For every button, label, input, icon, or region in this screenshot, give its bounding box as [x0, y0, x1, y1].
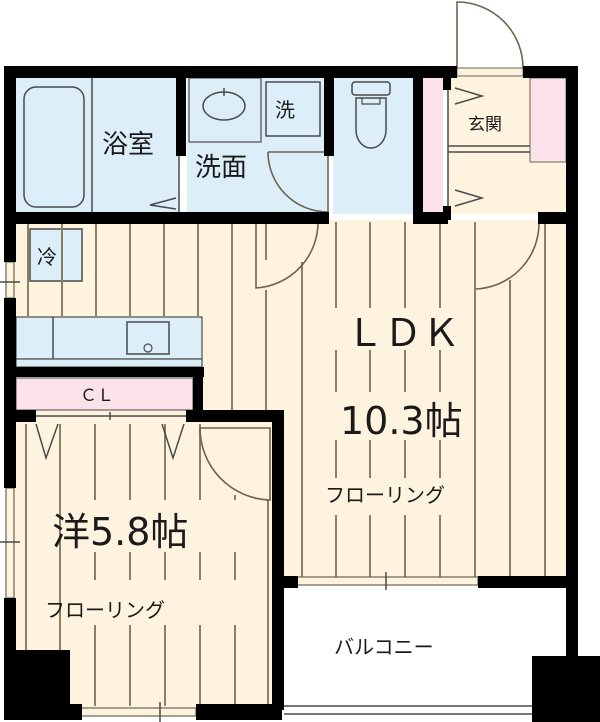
western-floor-type: フローリング — [45, 598, 165, 622]
washroom-label: 洗面 — [195, 153, 247, 183]
balcony-label: バルコニー — [334, 635, 434, 659]
window-kitchen-left — [5, 261, 15, 299]
washer-label: 洗 — [275, 98, 295, 122]
ldk-size: 10.3帖 — [340, 399, 463, 443]
ldk-door-left — [255, 221, 319, 289]
ldk-label: ＬＤＫ — [346, 311, 460, 355]
kitchen-sink — [126, 321, 170, 355]
toilet-icon — [351, 81, 391, 149]
toilet-area — [333, 76, 413, 214]
bath-label: 浴室 — [102, 130, 154, 160]
closet-label: ＣＬ — [80, 386, 114, 406]
counter-edge — [15, 358, 203, 368]
kitchen-counter — [15, 316, 203, 360]
ldk-floor-type: フローリング — [325, 483, 445, 507]
window-ldk-balcony — [295, 576, 479, 586]
closet-area — [15, 377, 194, 411]
western-label: 洋5.8帖 — [52, 510, 188, 554]
western-door — [199, 427, 271, 501]
floor-lines — [25, 222, 546, 706]
fridge-area — [29, 228, 83, 282]
washer-box — [265, 81, 321, 137]
balcony-area — [284, 588, 570, 710]
entrance-storage — [529, 77, 567, 163]
window-western-left — [5, 487, 15, 599]
ldk-door-right — [474, 221, 540, 290]
fridge-label: 冷 — [37, 245, 57, 269]
shoe-storage — [421, 78, 443, 212]
window-western-bottom — [79, 707, 197, 717]
washroom-door — [267, 151, 329, 213]
walls — [4, 66, 600, 722]
bath-area — [14, 76, 179, 214]
bathtub — [23, 86, 85, 208]
entrance-label: 玄関 — [468, 115, 502, 135]
front-door — [456, 1, 524, 69]
